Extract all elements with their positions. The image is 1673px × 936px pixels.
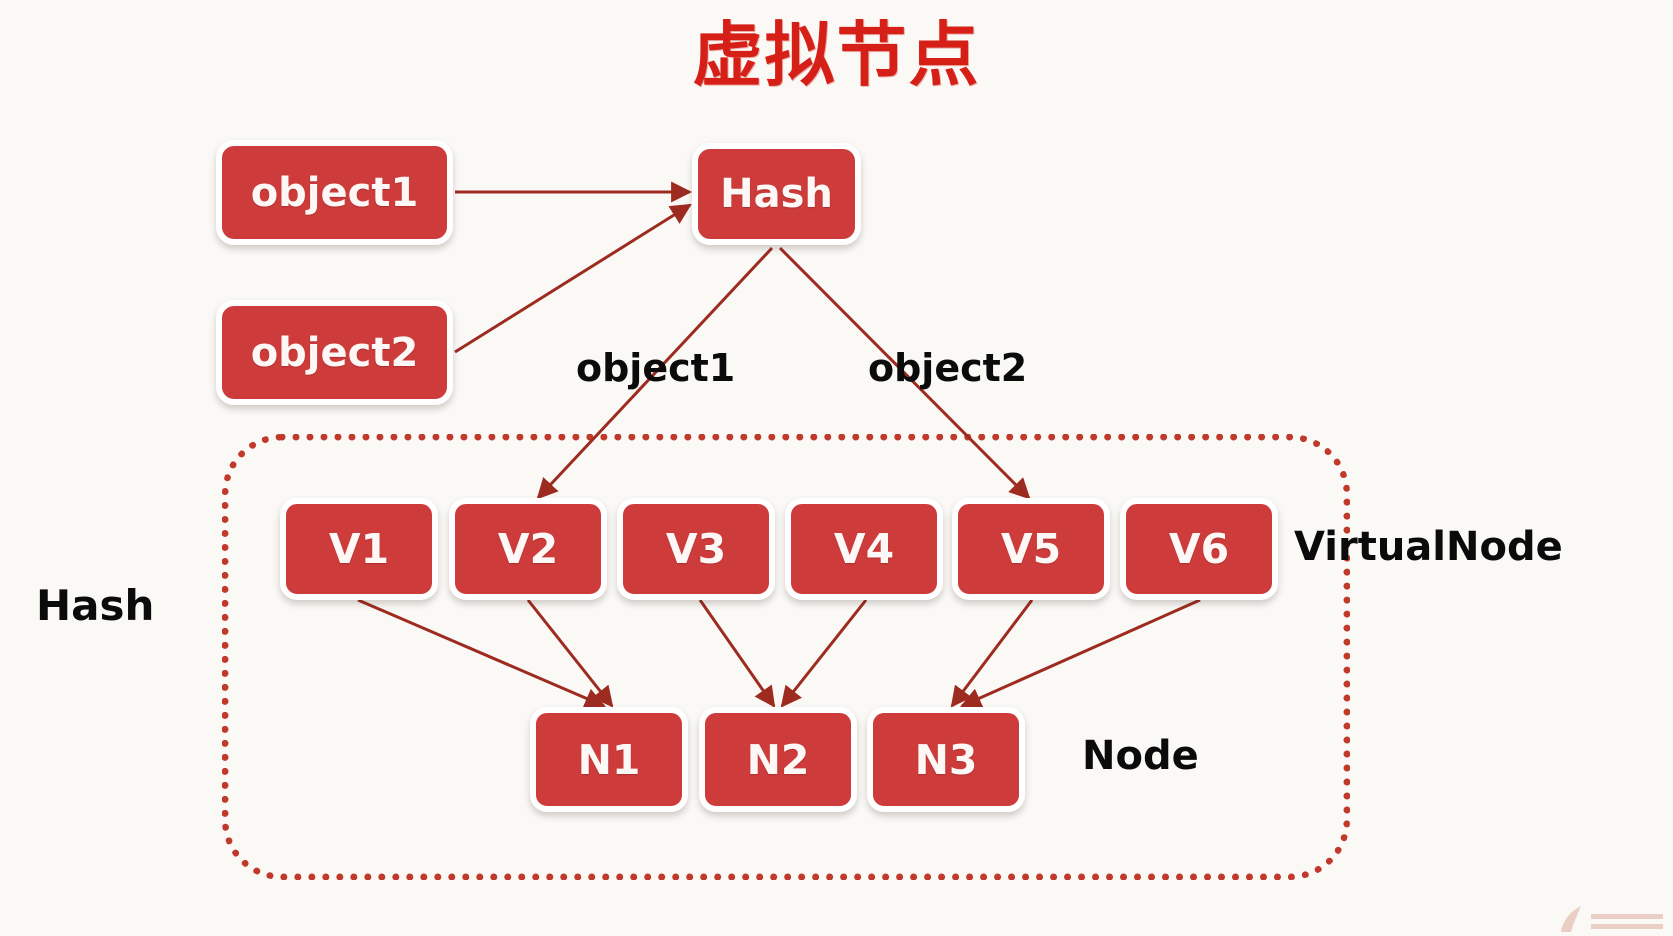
virtual-node-v3-label: V3 xyxy=(665,525,727,573)
virtual-node-v2[interactable]: V2 xyxy=(449,498,607,600)
virtual-node-v1[interactable]: V1 xyxy=(280,498,438,600)
virtual-node-v6[interactable]: V6 xyxy=(1120,498,1278,600)
virtual-node-v4-label: V4 xyxy=(833,525,895,573)
hash-node[interactable]: Hash xyxy=(692,143,861,245)
physical-node-n2[interactable]: N2 xyxy=(699,707,857,812)
arrow-object2-to-hash xyxy=(454,203,692,354)
hash-node-label: Hash xyxy=(720,171,833,217)
virtual-node-v4[interactable]: V4 xyxy=(785,498,943,600)
edge-label-object1: object1 xyxy=(576,346,736,390)
corner-watermark-icon xyxy=(1561,906,1663,932)
virtual-node-v3[interactable]: V3 xyxy=(617,498,775,600)
virtual-node-v2-label: V2 xyxy=(497,525,559,573)
virtualnode-group-label: VirtualNode xyxy=(1294,524,1563,570)
object2-node[interactable]: object2 xyxy=(216,300,453,405)
physical-node-n3[interactable]: N3 xyxy=(867,707,1025,812)
virtual-node-v1-label: V1 xyxy=(328,525,390,573)
page-title: 虚拟节点 xyxy=(692,14,981,96)
object1-node[interactable]: object1 xyxy=(216,140,453,245)
node-group-label: Node xyxy=(1082,733,1199,779)
physical-node-n1[interactable]: N1 xyxy=(530,707,688,812)
virtual-node-v5[interactable]: V5 xyxy=(952,498,1110,600)
object1-node-label: object1 xyxy=(250,169,419,216)
virtual-node-v6-label: V6 xyxy=(1168,525,1230,573)
physical-node-n2-label: N2 xyxy=(746,735,810,784)
object2-node-label: object2 xyxy=(250,329,419,376)
virtual-node-v5-label: V5 xyxy=(1000,525,1062,573)
physical-node-n3-label: N3 xyxy=(914,735,978,784)
edge-label-object2: object2 xyxy=(868,346,1028,390)
hash-ring-label: Hash xyxy=(36,581,155,630)
physical-node-n1-label: N1 xyxy=(577,735,641,784)
